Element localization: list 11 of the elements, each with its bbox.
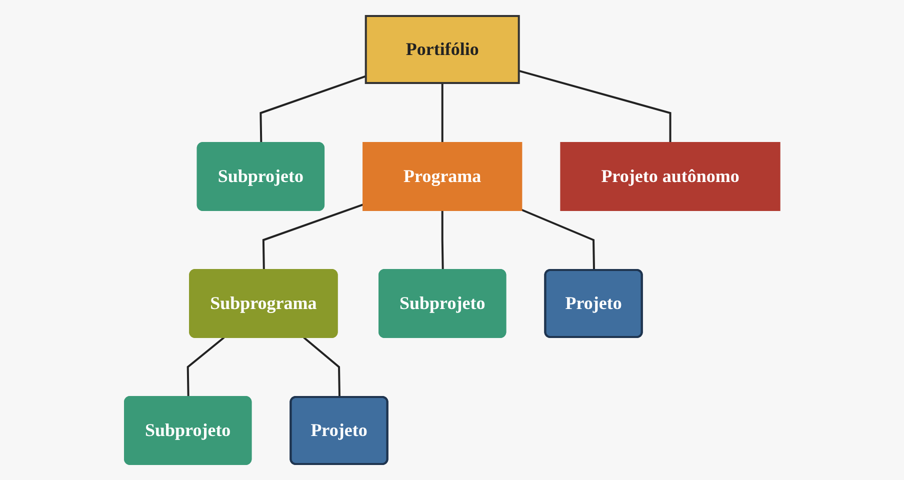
connector	[520, 208, 595, 271]
node-box: Programa	[362, 142, 522, 211]
connector	[262, 204, 364, 271]
connector	[302, 336, 340, 398]
node-box: Portifólio	[364, 15, 520, 84]
node-box: Projeto autônomo	[560, 142, 780, 211]
connector	[441, 83, 444, 143]
connector	[441, 210, 444, 271]
connector	[260, 75, 366, 144]
connector	[186, 336, 225, 398]
connector	[518, 70, 672, 143]
